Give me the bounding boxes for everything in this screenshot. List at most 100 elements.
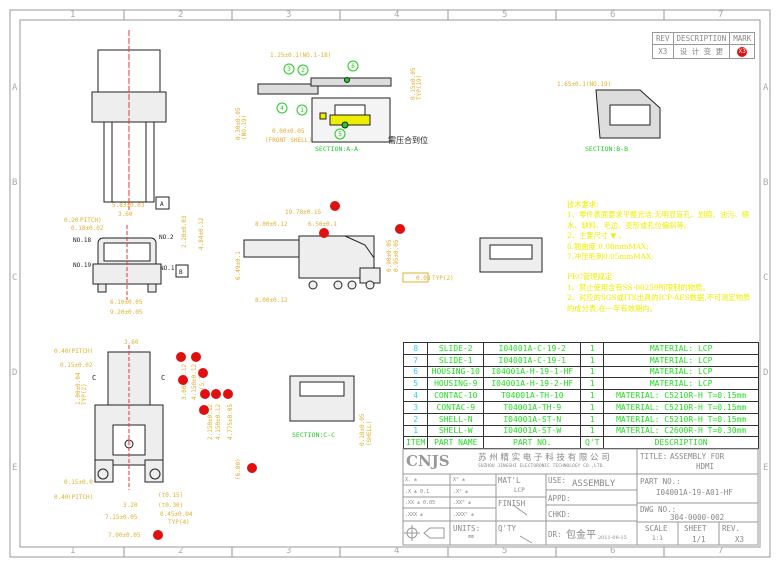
header-part-name: PART NAME <box>427 436 485 450</box>
revision-mark-icon <box>211 389 221 399</box>
item-number: 1 <box>402 424 429 438</box>
column-label: 6 <box>610 10 615 20</box>
section-c-c-label: SECTION:C-C <box>292 431 335 439</box>
dwg-no-value: 304-0000-002 <box>670 513 725 522</box>
finish-label: FINISH <box>498 499 526 508</box>
dim: 0.40 <box>54 348 69 355</box>
dim: 3.60 <box>124 339 139 346</box>
dim: 8.00±0.12 <box>255 221 288 228</box>
datum-a: A <box>160 201 164 208</box>
part-name: CONTAC-9 <box>427 400 485 414</box>
revision-marks <box>153 201 405 540</box>
dim: 1.65±0.1(NO.19) <box>557 81 611 88</box>
dim: 6.10±0.05 <box>110 299 143 306</box>
datum-b: B <box>179 269 183 276</box>
rev-value: X3 <box>735 535 745 544</box>
dim: 0.15±0.02 <box>60 362 93 369</box>
dim: 19.70±0.15 <box>285 209 322 216</box>
note-line: PEC管理规定: <box>567 272 615 282</box>
row-label: D <box>763 368 768 378</box>
part-no-label: PART NO.: <box>640 477 681 486</box>
checked-label: CHKD: <box>548 510 571 519</box>
tolerance: .XX° ± <box>453 500 472 506</box>
description: MATERIAL: C2600R-H T=0.30mm <box>603 424 759 438</box>
note-line: 1、零件表面要求平整光洁,无明显盲孔、划痕、油污、缩水、缺料、毛边、变形或孔位偏… <box>567 210 750 230</box>
description: MATERIAL: LCP <box>603 342 759 355</box>
quantity: 1 <box>580 424 605 438</box>
front-view-drawing <box>92 225 162 300</box>
dim: 0.30±0.05 <box>235 107 242 140</box>
dim: (t0.30) <box>158 502 183 509</box>
dim: PITCH) <box>80 217 102 224</box>
row-label: B <box>763 178 768 188</box>
part-number: I04001A-H-19-1-HF <box>483 365 582 379</box>
column-label: 7 <box>718 10 723 20</box>
section-a-a-balloons <box>276 60 359 140</box>
description: MATERIAL: C5210R-H T=0.15mm <box>603 389 759 402</box>
revision-mark-icon <box>191 352 201 362</box>
dim: 5.83±0.03 <box>112 202 145 209</box>
right-end-view <box>479 237 543 273</box>
column-label: 1 <box>70 10 75 20</box>
part-name: SHELL-N <box>427 412 485 426</box>
part-name: HOUSING-10 <box>427 365 485 379</box>
dim: (NO.19) <box>241 115 248 140</box>
dim: 6.50±0.1 <box>308 221 337 228</box>
sheet-label: SHEET <box>684 524 707 533</box>
item-number: 2 <box>402 412 429 426</box>
drawn-label: DR: <box>548 530 562 539</box>
part-name: CONTAC-10 <box>427 389 485 402</box>
part-name: SLIDE-1 <box>427 353 485 367</box>
company-logo: CNJS <box>406 452 450 470</box>
bottom-view-drawing <box>94 345 164 490</box>
section-b-b-drawing <box>595 89 661 139</box>
dim: TYP(4) <box>168 519 190 526</box>
part-name: HOUSING-9 <box>427 377 485 391</box>
item-number: 8 <box>402 342 429 355</box>
dim: TYP(2) <box>432 275 454 282</box>
row-label: B <box>12 178 17 188</box>
dim: 4.150±0.12 <box>215 403 222 440</box>
column-label: 4 <box>394 546 399 556</box>
dim: 4.84±0.12 <box>198 217 205 250</box>
note-line: 6.翘曲度:0.08mmMAX; <box>567 241 649 251</box>
section-b-b-label: SECTION:B-B <box>585 145 628 153</box>
revision-mark-icon <box>247 463 257 473</box>
approved-label: APPD: <box>548 494 571 503</box>
units-label: UNITS: <box>453 524 481 533</box>
balloon-4: 4 <box>280 105 284 112</box>
description: MATERIAL: LCP <box>603 377 759 391</box>
balloon-3: 3 <box>287 66 291 73</box>
part-name: SHELL-W <box>427 424 485 438</box>
mark-header: MARK <box>729 32 756 45</box>
section-c-c-drawing <box>289 375 355 422</box>
press-fit-note: 需压合到位 <box>388 135 428 145</box>
revision-mark-icon <box>176 352 186 362</box>
dwg-no-label: DWG NO.: <box>640 505 677 514</box>
drawing-title-line2: HDMI <box>696 462 715 471</box>
section-c-marker: C <box>161 374 165 382</box>
side-view-drawing <box>243 235 381 290</box>
section-c-marker: C <box>92 374 96 382</box>
row-label: C <box>763 273 768 283</box>
column-label: 5 <box>502 546 507 556</box>
dim: 1.00±0.04 <box>75 372 82 405</box>
column-label: 7 <box>718 546 723 556</box>
dim: 0.10±0.05 <box>359 413 366 446</box>
header-part-no: PART NO. <box>483 436 582 450</box>
description: MATERIAL: LCP <box>603 365 759 379</box>
balloon-5: 5 <box>338 131 342 138</box>
use-value: ASSEMBLY <box>572 479 616 489</box>
dim: 0.15±0.0 <box>64 479 93 486</box>
revision-mark-icon <box>178 375 188 385</box>
